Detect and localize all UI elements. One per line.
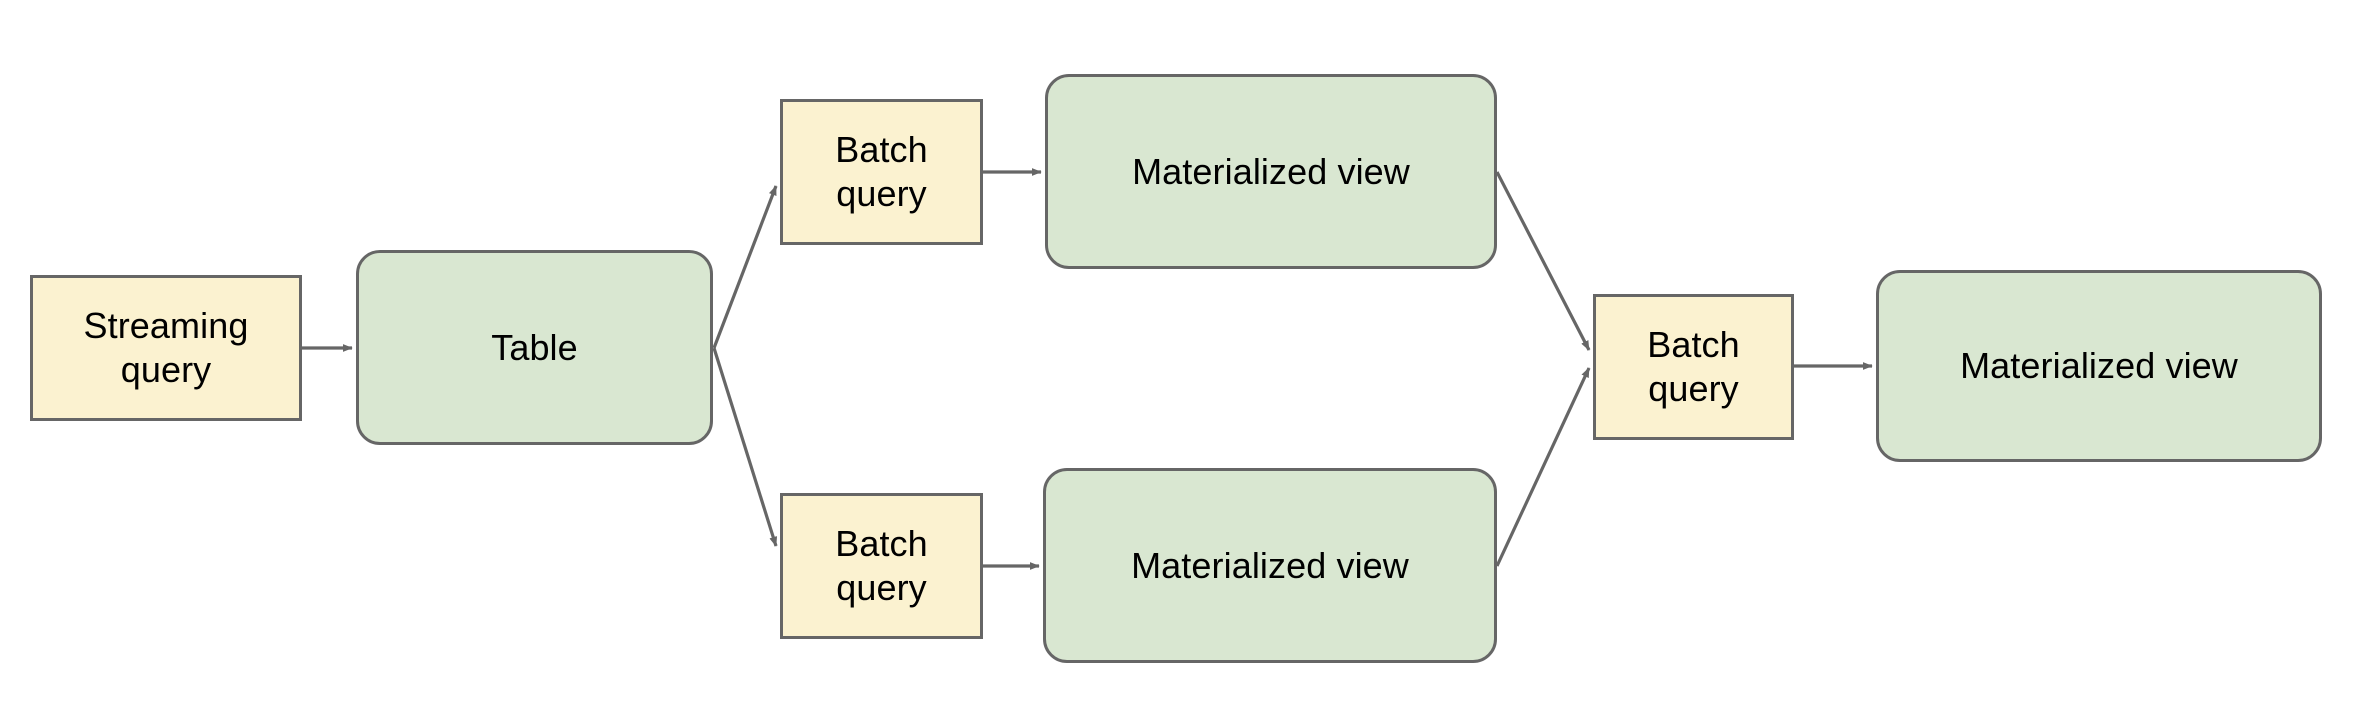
node-label: Streaming query (83, 305, 249, 390)
node-materialized-view-bottom[interactable]: Materialized view (1043, 468, 1497, 663)
node-streaming-query[interactable]: Streaming query (30, 275, 302, 421)
node-label: Batch query (835, 129, 928, 214)
node-label: Table (491, 326, 578, 368)
edge-materialized-view-top-to-batch-query-merge (1495, 171, 1591, 351)
node-label: Materialized view (1960, 345, 2238, 387)
node-batch-query-top[interactable]: Batch query (780, 99, 983, 245)
node-label: Batch query (1647, 324, 1740, 409)
node-label: Materialized view (1132, 150, 1410, 192)
edge-table-to-batch-query-bottom (712, 347, 778, 547)
node-label: Materialized view (1131, 544, 1409, 586)
node-materialized-view-final[interactable]: Materialized view (1876, 270, 2322, 462)
edge-table-to-batch-query-top (712, 185, 778, 349)
node-materialized-view-top[interactable]: Materialized view (1045, 74, 1497, 269)
node-batch-query-merge[interactable]: Batch query (1593, 294, 1794, 440)
node-batch-query-bottom[interactable]: Batch query (780, 493, 983, 639)
node-table[interactable]: Table (356, 250, 713, 445)
edge-materialized-view-bottom-to-batch-query-merge (1495, 367, 1591, 567)
node-label: Batch query (835, 523, 928, 608)
